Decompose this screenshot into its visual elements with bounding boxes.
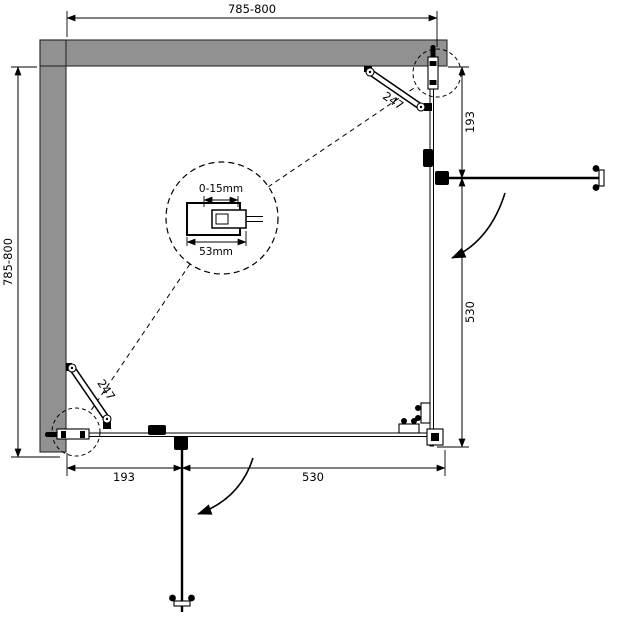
detail-view: 0-15mm 53mm [165,161,279,275]
door-handle-knob [592,184,600,191]
profile-screw-knob [44,431,51,438]
brace-glass-mount [424,103,432,111]
brace-screw [70,366,74,370]
hardware [44,44,449,450]
dim-label-overall-width: 785-800 [228,2,276,16]
walls [39,39,448,453]
door-edge-profile [173,600,191,607]
wall-top [40,40,447,66]
dimension-top: 785-800 [66,2,438,47]
glass-panel-right [429,65,434,447]
dim-label-right-upper: 193 [463,111,477,133]
detail-clamp [215,213,229,225]
profile-clip [80,431,85,438]
profile-clip [429,80,437,85]
dimension-right: 193 530 [437,66,477,448]
wall-left [40,40,66,452]
profile-clip [429,61,437,66]
profile-screw-knob [430,44,436,51]
dim-label-bottom-left: 193 [113,470,135,484]
dimension-left: 785-800 [1,66,60,458]
bracket-bottom-panel [148,425,166,435]
bracket-right-panel [423,149,433,167]
door-edge-profile [598,169,605,187]
dim-label-overall-height: 785-800 [1,238,15,286]
connector-bottom [398,423,420,434]
door-swing-arc-right [451,192,506,259]
door-swing-arc-bottom [197,457,254,515]
detail-callout-line-top-right [267,85,418,188]
wall-left-outline [39,39,67,453]
brace-label-bottom-left: 247 [94,377,118,403]
profile-knob [430,48,436,58]
detail-label-adjustment: 0-15mm [199,183,243,195]
profile-clip [61,431,66,438]
door-handle-knob [169,594,176,602]
callout-circle-bottom-left [51,407,101,457]
corner-post-core [431,433,439,441]
door-handle-knob [188,594,195,602]
connector-knob [401,418,407,424]
dim-label-bottom-right: 530 [302,470,324,484]
brace-bar-inner [368,70,423,109]
glass-panel-bottom [65,432,430,437]
brace-screw [368,70,372,74]
detail-callout-line-bottom-left [89,263,191,413]
callout-circle-top-right [412,48,462,98]
door-handle-knob [592,165,600,172]
connector-right [420,402,431,424]
dim-label-right-lower: 530 [463,301,477,323]
brace-screw [419,105,423,109]
support-brace-top-right [364,66,432,112]
dimension-bottom: 193 530 [66,450,446,484]
connector-knob [411,418,417,424]
brace-screw [105,417,109,421]
connector-knob [415,405,421,411]
detail-label-profile-width: 53mm [199,246,233,258]
profile-knob [48,432,58,437]
brace-glass-mount [103,421,111,429]
detail-sliding-profile [211,209,247,229]
support-brace-bottom-left [66,363,112,429]
brace-bar-inner [70,366,109,421]
